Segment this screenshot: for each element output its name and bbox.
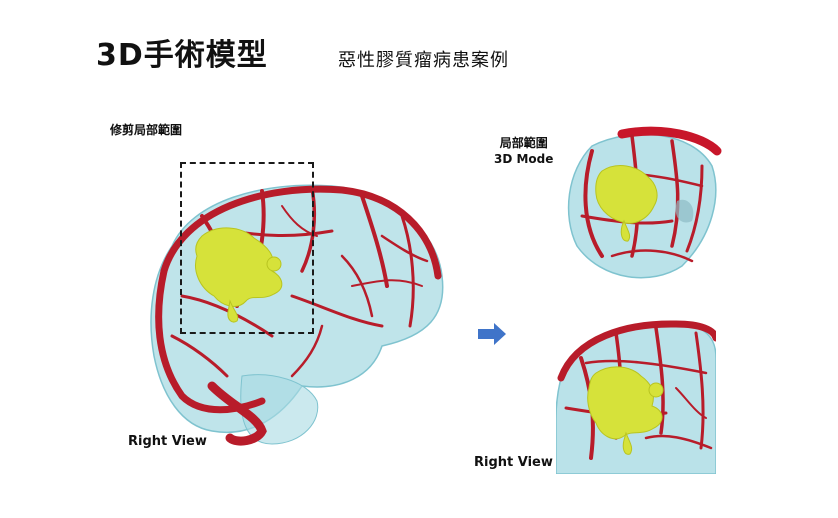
crop-region-box (180, 162, 314, 334)
slide-subtitle: 惡性膠質瘤病患案例 (338, 50, 509, 71)
right-arrow-icon (476, 322, 508, 346)
brain-render-crop-3d (567, 126, 722, 279)
brain-render-main (150, 184, 444, 446)
vessel-sinus (207, 381, 267, 446)
vessel-outer (160, 185, 442, 280)
brain-render-crop-rv (556, 320, 716, 474)
crop-region-label: 修剪局部範圍 (110, 123, 183, 137)
right-view-label-crop: Right View (474, 455, 553, 470)
tumor-stalk (227, 299, 239, 323)
brain-crop-right-view (556, 318, 716, 474)
partial-region-label: 局部範圍 3D Mode (494, 135, 553, 167)
slide-title: 3D手術模型 (96, 38, 268, 73)
tumor-mass (195, 227, 283, 307)
partial-region-text: 局部範圍 (499, 136, 548, 150)
brain-model-right-view (142, 176, 447, 450)
mode-text: 3D Mode (494, 152, 554, 166)
brain-crop-3d-mode (562, 126, 722, 286)
right-view-label-main: Right View (128, 434, 207, 449)
tumor-nodule (266, 256, 282, 272)
